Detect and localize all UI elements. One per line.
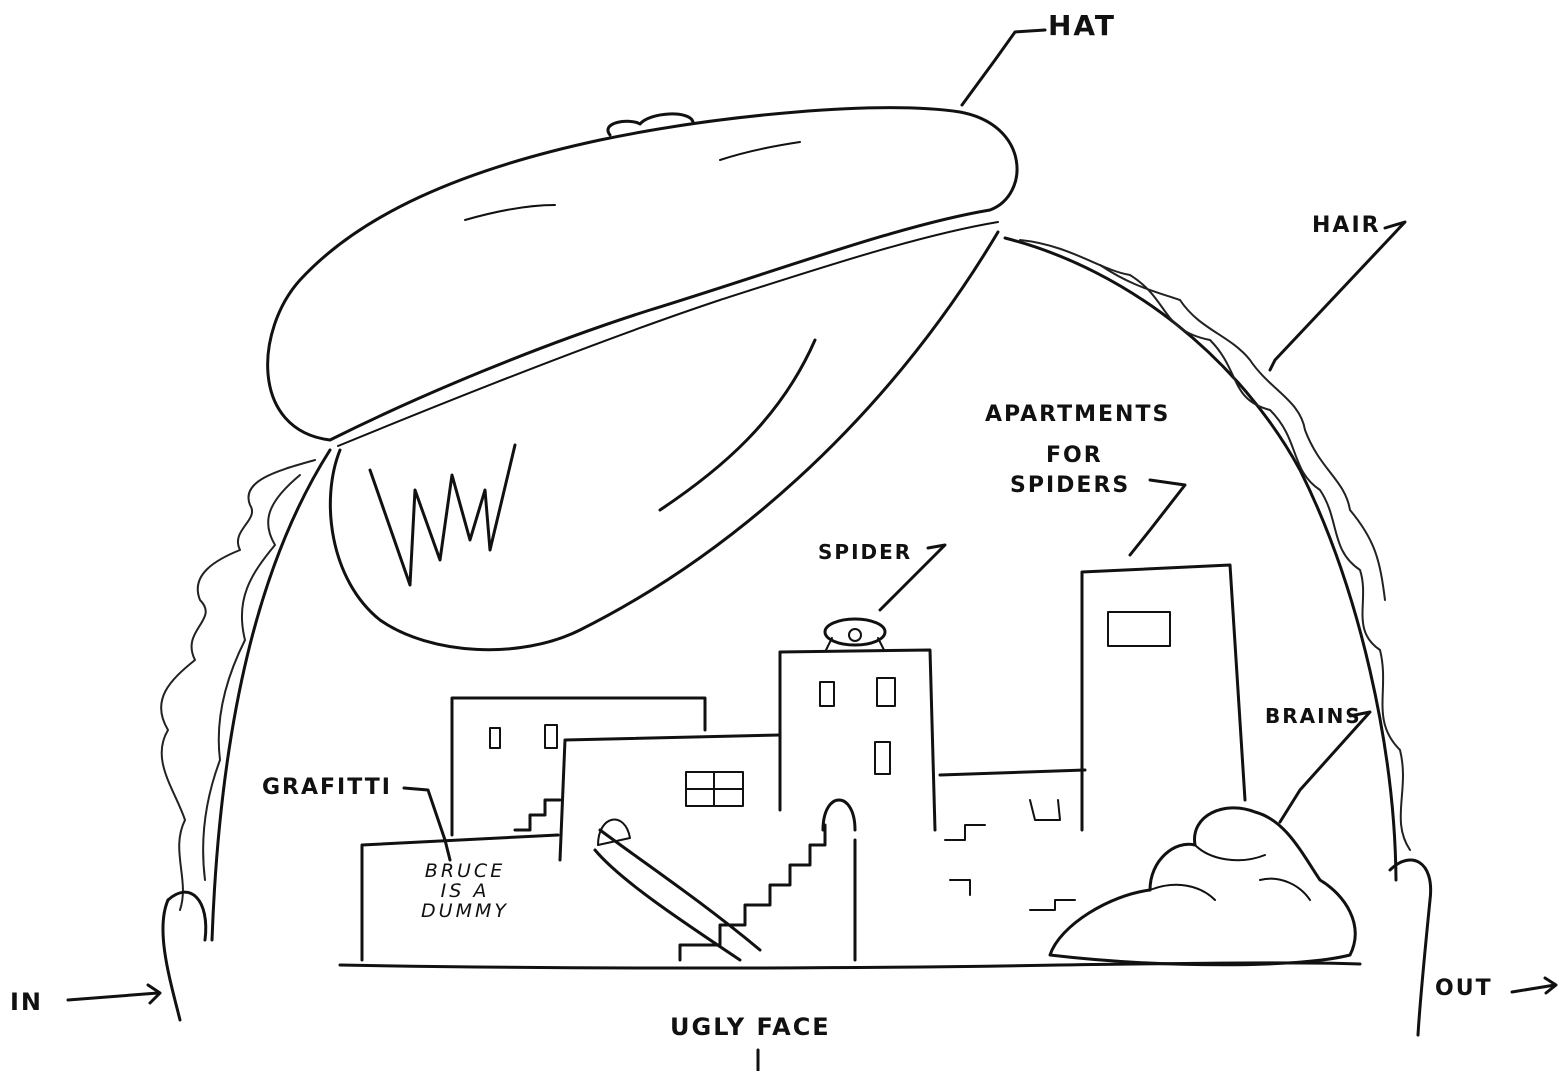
apartments-label-line-3: SPIDERS [1010, 473, 1131, 498]
hair-drawing [160, 239, 1411, 911]
hair-label: HAIR [1312, 213, 1381, 238]
apartments-leader [1128, 478, 1187, 557]
brains-drawing [1048, 806, 1357, 967]
out-arrow [1510, 983, 1557, 994]
graffiti-line-1: BRUCE [424, 860, 506, 882]
apartments-label-line-1: APARTMENTS [985, 402, 1171, 427]
leader-lines [66, 28, 1558, 1071]
graffiti-text: BRUCE IS A DUMMY [400, 860, 530, 922]
spider-label: SPIDER [818, 540, 913, 564]
hair-leader [1268, 220, 1407, 372]
spider-drawing [823, 617, 887, 651]
in-arrowhead [146, 983, 162, 1005]
spider-leader [878, 543, 947, 612]
out-label: OUT [1435, 976, 1493, 1001]
out-arrowhead [1543, 976, 1558, 995]
graffiti-line-2: IS A [440, 879, 490, 902]
head-outline [210, 236, 1398, 942]
hat-label: HAT [1048, 9, 1117, 42]
brains-leader [1278, 710, 1372, 824]
hat-drawing [266, 106, 1019, 652]
apartments-label-line-2: FOR [1046, 443, 1103, 468]
grafitti-leader [402, 786, 452, 862]
hat-leader [960, 28, 1047, 107]
in-arrow [66, 991, 160, 1002]
ears-drawing [161, 858, 1433, 1037]
in-label: IN [10, 988, 44, 1016]
grafitti-label: GRAFITTI [262, 775, 392, 800]
brains-label: BRAINS [1265, 704, 1362, 728]
ugly-face-label: UGLY FACE [670, 1013, 831, 1041]
graffiti-line-3: DUMMY [421, 899, 509, 922]
apartment-buildings [360, 563, 1247, 962]
